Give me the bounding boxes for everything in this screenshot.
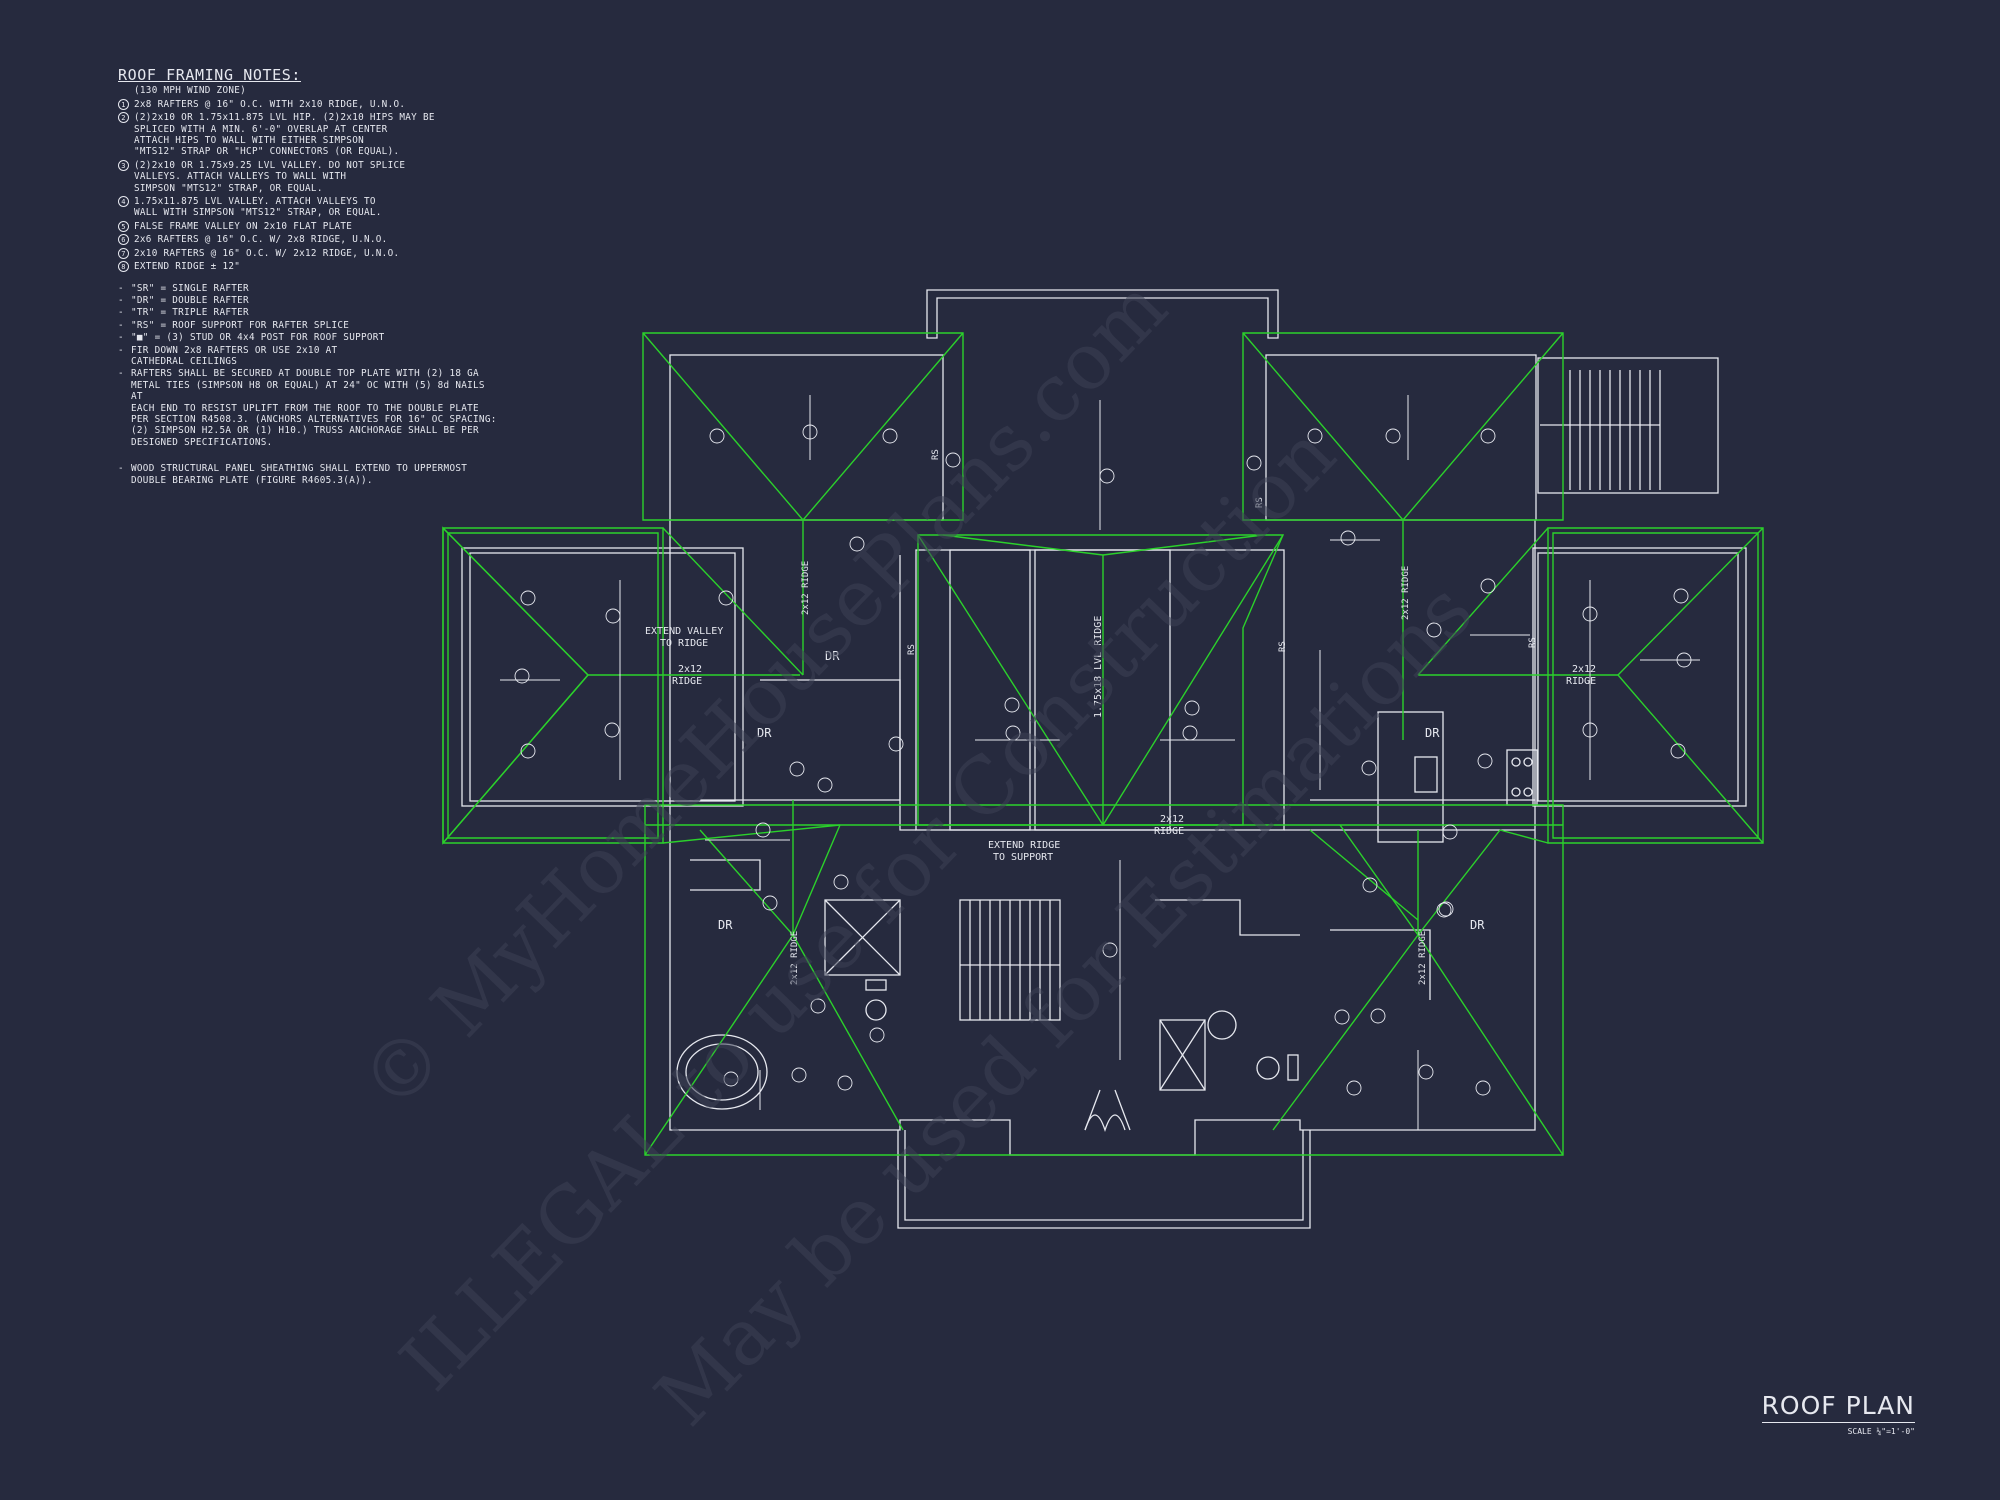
bullet-note: -"DR" = DOUBLE RAFTER	[118, 294, 249, 306]
label-extend-valley: EXTEND VALLEY	[645, 626, 723, 637]
upper-left-roof-outline	[642, 332, 964, 521]
label-extend-ridge: EXTEND RIDGE	[988, 840, 1060, 851]
bullet-note: -"SR" = SINGLE RAFTER	[118, 282, 249, 294]
framing-note: 6 2x6 RAFTERS @ 16" O.C. W/ 2x8 RIDGE, U.…	[118, 234, 498, 246]
label-ridge-center: 2x12	[1160, 814, 1184, 825]
bottom-porch-outline	[897, 1130, 1311, 1229]
framing-note: 1 2x8 RAFTERS @ 16" O.C. WITH 2x10 RIDGE,…	[118, 98, 498, 110]
label-dr-5: DR	[1470, 918, 1485, 932]
top-balcony-outline	[926, 289, 1279, 339]
upper-right-room-wall	[1265, 354, 1537, 521]
label-rs-3: RS	[1278, 641, 1288, 652]
note-text: 2x8 RAFTERS @ 16" O.C. WITH 2x10 RIDGE, …	[134, 98, 406, 110]
label-dr-1: DR	[825, 649, 840, 663]
note-number-circle: 6	[118, 234, 129, 246]
note-number-circle: 5	[118, 220, 129, 232]
framing-callouts	[514, 424, 1692, 1096]
drawing-title: ROOF PLAN	[1761, 1391, 1915, 1423]
note-text: 1.75x11.875 LVL VALLEY. ATTACH VALLEYS T…	[134, 196, 382, 219]
framing-note: 8 EXTEND RIDGE ± 12"	[118, 261, 498, 273]
bullet-note: -"RS" = ROOF SUPPORT FOR RAFTER SPLICE	[118, 319, 350, 331]
shower-left	[824, 899, 901, 976]
label-ridge-vert-2: 2x12 RIDGE	[1401, 566, 1411, 620]
note-number-circle: 2	[118, 112, 129, 124]
label-rs-2: RS	[1255, 497, 1265, 508]
left-wing-wall	[469, 552, 736, 802]
svg-text:TO RIDGE: TO RIDGE	[660, 638, 708, 649]
upper-right-roof-outline	[1242, 332, 1564, 521]
note-number-circle: 1	[118, 98, 129, 110]
note-text: FALSE FRAME VALLEY ON 2x10 FLAT PLATE	[134, 220, 353, 232]
label-rs-1: RS	[931, 449, 941, 460]
notes-title: ROOF FRAMING NOTES:	[118, 66, 301, 84]
label-dr-4: DR	[718, 918, 733, 932]
center-stair-treads	[960, 900, 1060, 1020]
svg-text:RIDGE: RIDGE	[672, 676, 702, 687]
numbered-notes: 1 2x8 RAFTERS @ 16" O.C. WITH 2x10 RIDGE,…	[118, 98, 498, 273]
label-dr-3: DR	[1425, 726, 1440, 740]
shower-right	[1159, 1019, 1206, 1091]
svg-text:RIDGE: RIDGE	[1154, 826, 1184, 837]
label-rs-5: RS	[907, 644, 917, 655]
note-text: (2)2x10 OR 1.75x9.25 LVL VALLEY. DO NOT …	[134, 159, 406, 194]
note-text: 2x10 RAFTERS @ 16" O.C. W/ 2x12 RIDGE, U…	[134, 247, 400, 259]
note-number-circle: 8	[118, 261, 129, 273]
bullet-note: -RAFTERS SHALL BE SECURED AT DOUBLE TOP …	[118, 368, 497, 448]
label-ridge-right: 2x12	[1572, 664, 1596, 675]
label-ridge-left: 2x12	[678, 664, 702, 675]
bathtub	[676, 1034, 768, 1110]
svg-text:RIDGE: RIDGE	[1566, 676, 1596, 687]
note-number-circle: 4	[118, 196, 129, 208]
label-ridge-vert-3: 2x12 RIDGE	[790, 931, 800, 985]
toilet-right	[1256, 1056, 1280, 1080]
label-dr-2: DR	[757, 726, 772, 740]
framing-note: 7 2x10 RAFTERS @ 16" O.C. W/ 2x12 RIDGE, …	[118, 247, 498, 259]
roof-framing-notes: ROOF FRAMING NOTES: (130 MPH WIND ZONE) …	[118, 66, 498, 486]
note-number-circle: 3	[118, 159, 129, 171]
bullet-note: -"■" = (3) STUD OR 4x4 POST FOR ROOF SUP…	[118, 332, 385, 344]
toilet-left	[865, 999, 887, 1021]
framing-note: 2 (2)2x10 OR 1.75x11.875 LVL HIP. (2)2x10…	[118, 112, 498, 158]
framing-note: 5 FALSE FRAME VALLEY ON 2x10 FLAT PLATE	[118, 220, 498, 232]
framing-note: 4 1.75x11.875 LVL VALLEY. ATTACH VALLEYS …	[118, 196, 498, 219]
kitchen-island	[1377, 711, 1444, 843]
central-roof-outline	[917, 534, 1285, 826]
label-lvl-ridge: 1.75x18 LVL RIDGE	[1093, 616, 1104, 718]
upper-left-room-wall	[669, 354, 944, 521]
right-wing-wall	[1537, 552, 1739, 802]
note-number-circle: 7	[118, 247, 129, 259]
bullet-note: -"TR" = TRIPLE RAFTER	[118, 307, 249, 319]
left-wing-roof-outline	[442, 527, 664, 844]
drawing-scale: SCALE ¼"=1'-0"	[1847, 1427, 1915, 1436]
label-ridge-vert-1: 2x12 RIDGE	[801, 561, 811, 615]
right-stair-deck	[1537, 357, 1719, 494]
label-rs-4: RS	[1528, 637, 1538, 648]
note-text: (2)2x10 OR 1.75x11.875 LVL HIP. (2)2x10 …	[134, 112, 435, 158]
title-block: ROOF PLAN SCALE ¼"=1'-0"	[1761, 1391, 1915, 1436]
label-ridge-vert-4: 2x12 RIDGE	[1418, 931, 1428, 985]
framing-note: 3 (2)2x10 OR 1.75x9.25 LVL VALLEY. DO NOT…	[118, 159, 498, 194]
notes-subtitle: (130 MPH WIND ZONE)	[134, 85, 247, 97]
bullet-note-sheathing: -WOOD STRUCTURAL PANEL SHEATHING SHALL E…	[118, 463, 468, 486]
note-text: EXTEND RIDGE ± 12"	[134, 261, 241, 273]
bullet-notes: -"SR" = SINGLE RAFTER-"DR" = DOUBLE RAFT…	[118, 283, 498, 449]
bullet-note: -FIR DOWN 2x8 RAFTERS OR USE 2x10 AT CAT…	[118, 344, 338, 367]
right-stair-treads	[1540, 370, 1661, 490]
note-text: 2x6 RAFTERS @ 16" O.C. W/ 2x8 RIDGE, U.N…	[134, 234, 388, 246]
svg-text:TO SUPPORT: TO SUPPORT	[993, 852, 1053, 863]
